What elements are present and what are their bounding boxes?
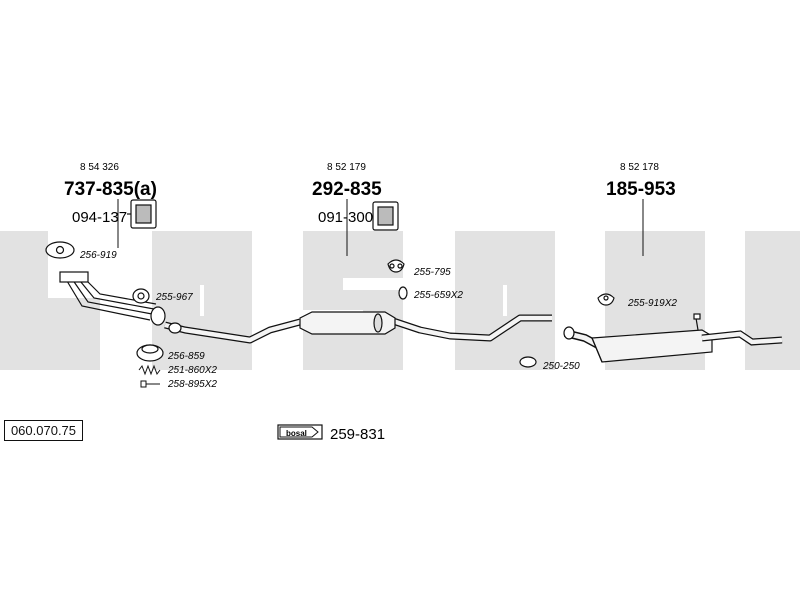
hanger-icon-middle bbox=[372, 201, 399, 231]
hanger-number-front: 094-137 bbox=[72, 209, 127, 226]
label-ring-middle: 255-659X2 bbox=[413, 290, 463, 301]
label-bolt: 258-895X2 bbox=[167, 379, 217, 390]
label-rubber-mount: 255-795 bbox=[413, 267, 451, 278]
hanger-icon-front bbox=[127, 199, 157, 229]
rubber-mount-icon bbox=[387, 259, 405, 273]
part-number-middle-silencer: 292-835 bbox=[312, 179, 382, 200]
reference-number-box: 060.070.75 bbox=[4, 420, 83, 441]
ring-icon-middle bbox=[398, 286, 408, 300]
gasket-icon-front bbox=[45, 241, 75, 259]
clamp-icon-front bbox=[132, 288, 150, 304]
kit-badge-text: bosal bbox=[286, 429, 307, 438]
oe-number-front: 8 54 326 bbox=[80, 162, 119, 173]
bolt-icon bbox=[140, 380, 160, 388]
middle-pipe bbox=[164, 311, 552, 344]
label-gasket-front: 256-919 bbox=[79, 250, 117, 261]
rear-mount-icon bbox=[597, 293, 615, 306]
label-ring: 256-859 bbox=[167, 351, 205, 362]
kit-part-number: 259-831 bbox=[330, 426, 385, 443]
hanger-number-middle: 091-300 bbox=[318, 209, 373, 226]
kit-badge: bosal bbox=[277, 424, 323, 440]
oe-number-rear: 8 52 178 bbox=[620, 162, 659, 173]
oe-number-middle: 8 52 179 bbox=[327, 162, 366, 173]
spring-icon bbox=[138, 364, 161, 376]
ring-icon bbox=[136, 344, 164, 362]
part-number-rear-silencer: 185-953 bbox=[606, 179, 676, 200]
clamp-icon-middle bbox=[519, 356, 537, 368]
label-spring: 251-860X2 bbox=[167, 365, 217, 376]
front-pipe bbox=[59, 271, 166, 326]
label-clamp-front: 255-967 bbox=[155, 292, 193, 303]
part-number-front-pipe: 737-835(a) bbox=[64, 179, 157, 200]
rear-silencer bbox=[563, 313, 783, 363]
label-rear-mount: 255-919X2 bbox=[627, 298, 677, 309]
label-clamp-middle: 250-250 bbox=[542, 361, 580, 372]
